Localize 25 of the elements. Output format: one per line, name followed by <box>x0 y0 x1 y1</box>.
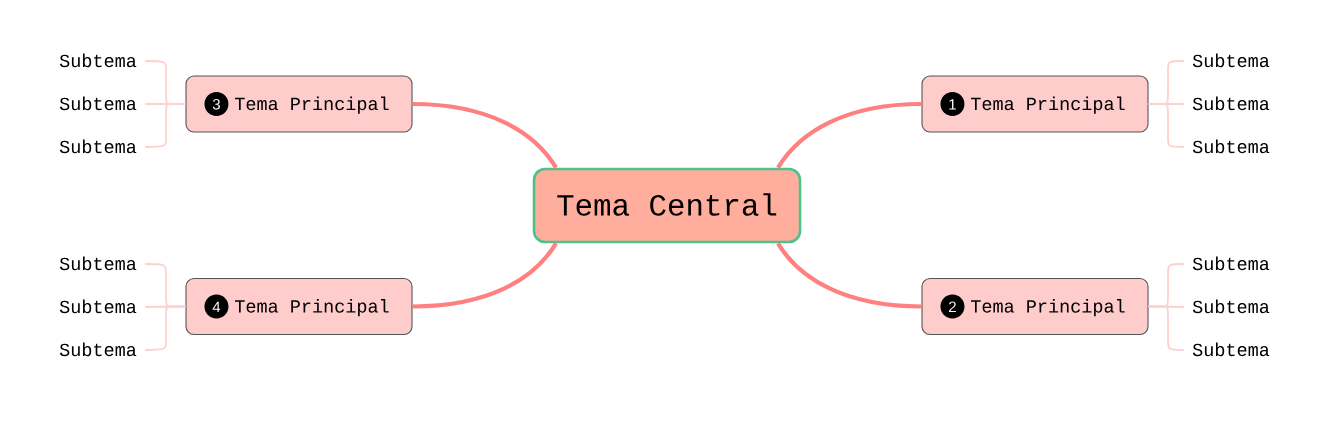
subtopic-label: Subtema <box>59 96 137 111</box>
number-badge: 1 <box>940 92 965 116</box>
branch-curve <box>412 242 558 309</box>
subtopic-label: Subtema <box>1192 342 1270 357</box>
subtopic-label: Subtema <box>59 299 137 314</box>
branch-curve <box>776 101 922 169</box>
subtopic-label: Subtema <box>1192 256 1270 271</box>
branch-curve <box>776 242 922 309</box>
connector-line <box>144 103 187 148</box>
subtopic-label: Subtema <box>59 139 137 154</box>
subtopic-label: Subtema <box>1192 96 1270 111</box>
connector-line <box>144 305 187 351</box>
subtopic-label: Subtema <box>1192 299 1270 314</box>
number-badge: 3 <box>204 92 229 116</box>
branch-curve <box>412 101 558 169</box>
subtopic-label: Subtema <box>1192 139 1270 154</box>
connector-line <box>1147 305 1185 351</box>
subtopic-label: Subtema <box>59 342 137 357</box>
connector-line <box>1147 103 1185 148</box>
number-badge: 4 <box>204 294 229 319</box>
central-topic-box: Tema Central <box>532 167 802 244</box>
subtopic-label: Subtema <box>59 53 137 68</box>
subtopic-label: Subtema <box>59 256 137 271</box>
subtopic-label: Subtema <box>1192 53 1270 68</box>
number-badge: 2 <box>940 294 965 319</box>
